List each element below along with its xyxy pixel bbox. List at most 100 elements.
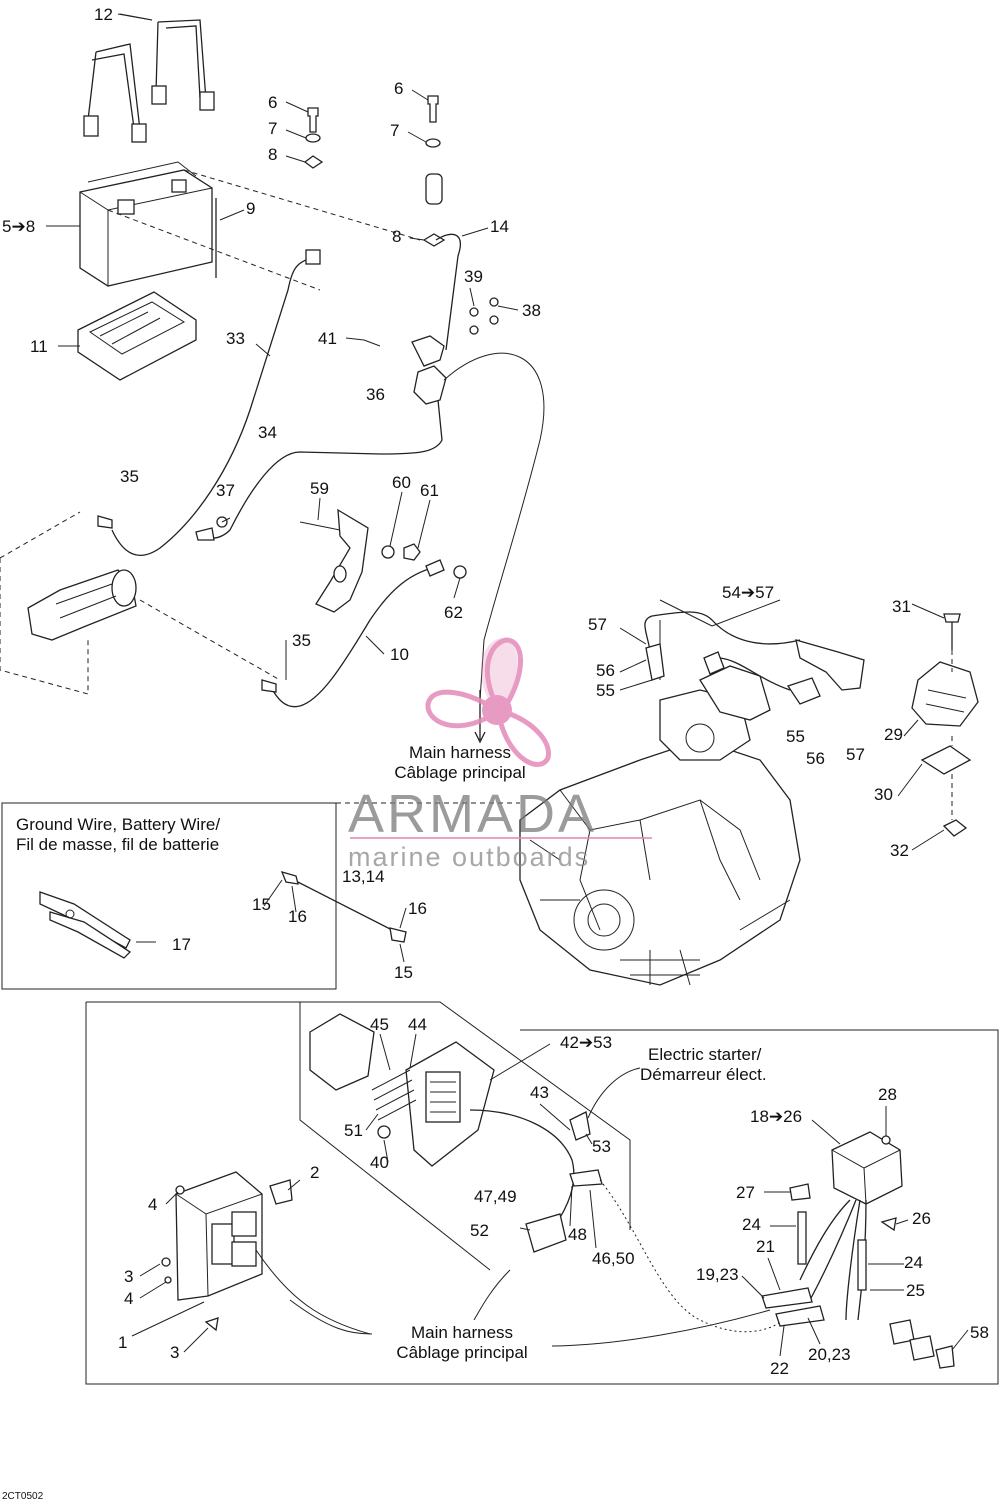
- bolt-washer-nut-left: [303, 107, 324, 169]
- terminal-35a: [97, 515, 113, 529]
- callout-57: 57: [588, 615, 607, 634]
- callout-1: 1: [118, 1333, 127, 1352]
- battery: [79, 161, 421, 291]
- callout-28: 28: [878, 1085, 897, 1104]
- callout-9: 9: [246, 199, 255, 218]
- callout-39: 39: [464, 267, 483, 286]
- callout-13-14: 13,14: [342, 867, 385, 886]
- callout-16: 16: [408, 899, 427, 918]
- callout-45: 45: [370, 1015, 389, 1034]
- terminal-37: [195, 516, 228, 541]
- callout-29: 29: [884, 725, 903, 744]
- drawing-code: 2CT0502: [2, 1491, 44, 1502]
- callout-37: 37: [216, 481, 235, 500]
- nuts-washers: [469, 297, 499, 335]
- engine: [519, 620, 801, 986]
- callout-27: 27: [736, 1183, 755, 1202]
- callout-53: 53: [592, 1137, 611, 1156]
- callout-3: 3: [170, 1343, 179, 1362]
- callout-6: 6: [394, 79, 403, 98]
- watermark-tagline: marine outboards: [348, 842, 590, 872]
- callout-20-23: 20,23: [808, 1345, 851, 1364]
- battery-wire-kit: [280, 871, 407, 943]
- callout-4: 4: [124, 1289, 133, 1308]
- armada-propeller-logo: [425, 637, 551, 767]
- electric-starter-label-en: Electric starter/: [648, 1045, 762, 1064]
- callout-21: 21: [756, 1237, 775, 1256]
- callout-5-8: 5➔8: [2, 217, 35, 236]
- callout-34: 34: [258, 423, 277, 442]
- starter-cable: [195, 399, 443, 539]
- battery-tray: [77, 291, 197, 381]
- callout-19-23: 19,23: [696, 1265, 739, 1284]
- callout-54-57: 54➔57: [722, 583, 774, 602]
- callout-48: 48: [568, 1225, 587, 1244]
- crimp-tool: [39, 891, 132, 959]
- battery-strap: [83, 13, 215, 143]
- main-harness-top-label-en: Main harness: [409, 743, 511, 762]
- ground-cable: [111, 257, 313, 556]
- main-harness-bottom-label-en: Main harness: [411, 1323, 513, 1342]
- callout-43: 43: [530, 1083, 549, 1102]
- callout-15: 15: [394, 963, 413, 982]
- callout-51: 51: [344, 1121, 363, 1140]
- harness-wire: [443, 352, 545, 701]
- battery-cable: [435, 233, 461, 351]
- fuse-box: [309, 1013, 603, 1253]
- leader-lines: [46, 13, 969, 1357]
- callout-10: 10: [390, 645, 409, 664]
- callout-32: 32: [890, 841, 909, 860]
- spark-plug-leads: [644, 599, 865, 705]
- callout-4: 4: [148, 1195, 157, 1214]
- voltage-regulator: [761, 1131, 955, 1369]
- callout-30: 30: [874, 785, 893, 804]
- ground-wire-box: [1, 802, 337, 990]
- arrow: [551, 1309, 771, 1347]
- callout-18-26: 18➔26: [750, 1107, 802, 1126]
- ground-wire: [269, 565, 441, 708]
- callout-52: 52: [470, 1221, 489, 1240]
- callout-47-49: 47,49: [474, 1187, 517, 1206]
- main-harness-top-label-fr: Câblage principal: [394, 763, 525, 782]
- callout-8: 8: [392, 227, 401, 246]
- callout-14: 14: [490, 217, 509, 236]
- callout-12: 12: [94, 5, 113, 24]
- callout-62: 62: [444, 603, 463, 622]
- callout-labels: 12 6 7 8 6 7 5➔8 9 8 14 39 38 11 33 41 3…: [2, 5, 989, 1378]
- callout-60: 60: [392, 473, 411, 492]
- callout-7: 7: [268, 119, 277, 138]
- callout-6: 6: [268, 93, 277, 112]
- callout-15: 15: [252, 895, 271, 914]
- starter-solenoid: [363, 335, 447, 405]
- callout-26: 26: [912, 1209, 931, 1228]
- callout-55: 55: [596, 681, 615, 700]
- ground-wire-box-title-fr: Fil de masse, fil de batterie: [16, 835, 219, 854]
- electric-starter-label-fr: Démarreur élect.: [640, 1065, 767, 1084]
- callout-35: 35: [120, 467, 139, 486]
- callout-55: 55: [786, 727, 805, 746]
- electrical-box-frame: [85, 1001, 999, 1385]
- callout-57: 57: [846, 745, 865, 764]
- arrow: [587, 1067, 641, 1119]
- callout-35: 35: [292, 631, 311, 650]
- callout-46-50: 46,50: [592, 1249, 635, 1268]
- callout-8: 8: [268, 145, 277, 164]
- callout-24: 24: [904, 1253, 923, 1272]
- callout-44: 44: [408, 1015, 427, 1034]
- callout-11: 11: [30, 337, 48, 356]
- ignition-coil: [911, 613, 979, 837]
- callout-17: 17: [172, 935, 191, 954]
- callout-40: 40: [370, 1153, 389, 1172]
- callout-31: 31: [892, 597, 911, 616]
- callout-16: 16: [288, 907, 307, 926]
- control-module: [161, 1171, 371, 1335]
- callout-2: 2: [310, 1163, 319, 1182]
- callout-59: 59: [310, 479, 329, 498]
- callout-58: 58: [970, 1323, 989, 1342]
- arrow: [289, 1299, 373, 1335]
- callout-42-53: 42➔53: [560, 1033, 612, 1052]
- callout-7: 7: [390, 121, 399, 140]
- callout-38: 38: [522, 301, 541, 320]
